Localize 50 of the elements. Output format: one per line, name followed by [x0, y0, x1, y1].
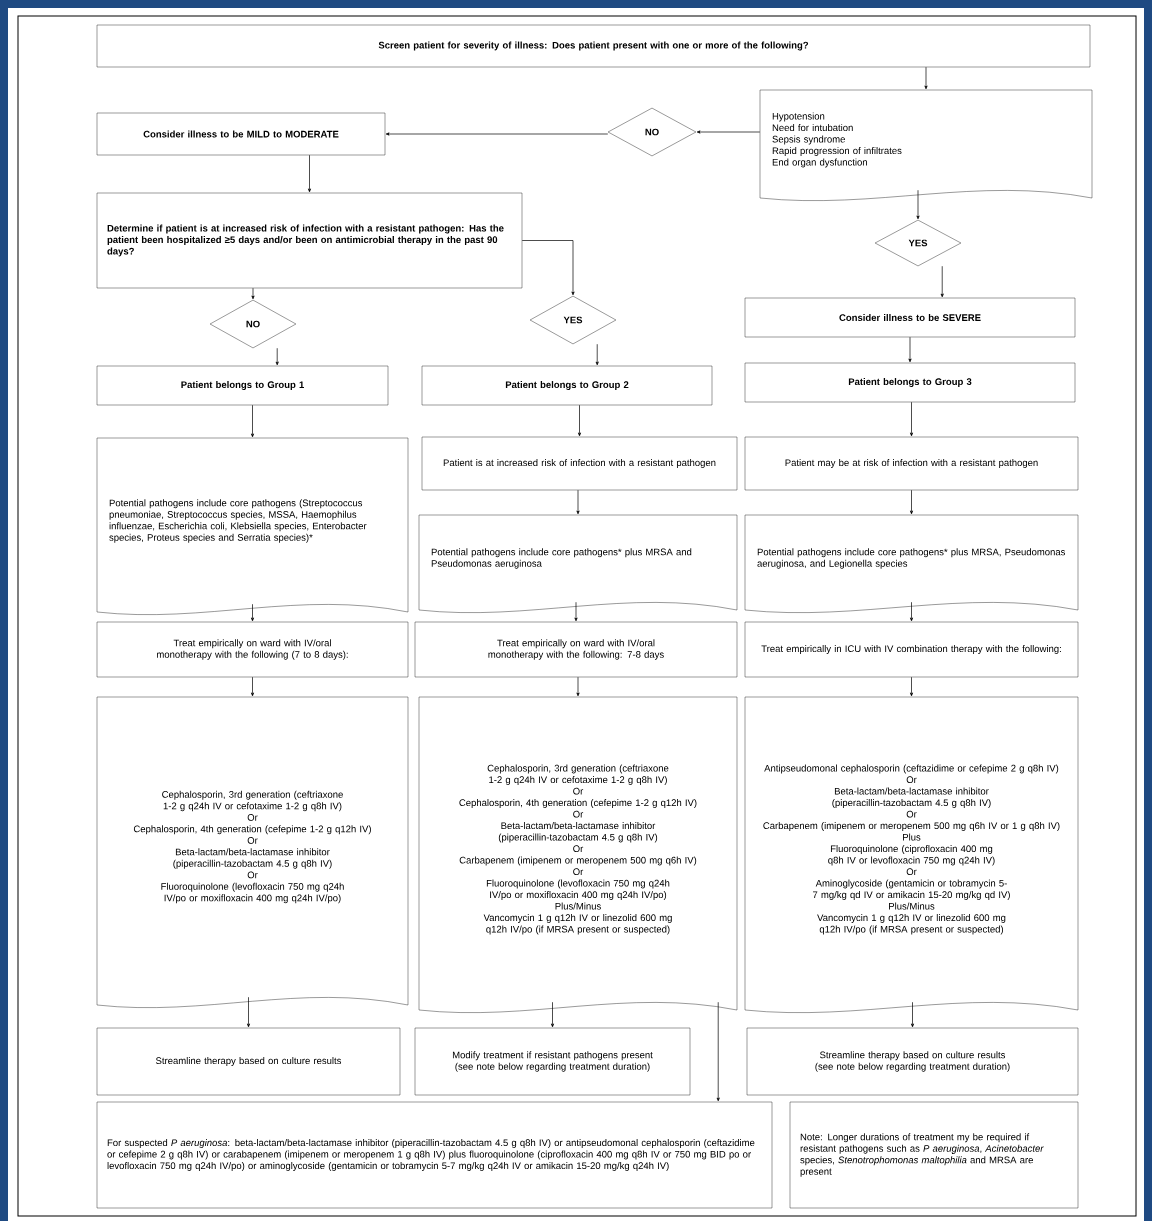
arrow [577, 404, 582, 437]
arrow [924, 66, 928, 90]
arrow [385, 132, 609, 136]
arrow [251, 287, 255, 300]
process-box: Patient belongs to Group 1 [96, 365, 389, 406]
arrow [250, 404, 255, 438]
process-box: Modify treatment if resistant pathogens present (see note below regarding treatment duration) [414, 1027, 691, 1096]
arrow [574, 601, 578, 622]
arrow [521, 240, 575, 296]
process-box: Treat empirically in ICU with IV combination therapy with the following: [744, 621, 1079, 678]
arrow [909, 401, 914, 437]
arrow [910, 1001, 915, 1028]
process-box: Streamline therapy based on culture results [96, 1027, 401, 1096]
arrow [250, 603, 255, 622]
arrow [716, 1001, 720, 1102]
arrow [908, 336, 912, 363]
process-box: For suspected P aeruginosa: beta-lactam/beta-lactamase inhibitor (piperacillin-tazobactam 4.5 g q8h IV) or antipseudomonal cephalosporin (ceftazidime or cefepime 2 g q8h IV) or carabapenem (imipenem or meropenem 1 g q8h IV) plus fluoroquinolone (ciprofloxacin 400 mg q8h IV or 750 mg BID po or levofloxacin 750 mg q24h IV/po) or aminoglycoside (gentamicin or tobramycin 5-7 mg/kg q24h IV or amikacin 15-20 mg/kg q24h IV) [96, 1101, 773, 1209]
arrow [307, 154, 312, 193]
arrow [909, 489, 914, 515]
process-box: Screen patient for severity of illness: Does patient present with one or more of the following? [96, 24, 1091, 68]
process-box: Patient is at increased risk of infection with a resistant pathogen [421, 436, 738, 491]
process-box: Treat empirically on ward with IV/oral monotherapy with the following: 7-8 days [414, 621, 738, 678]
arrow [909, 601, 914, 622]
arrow [696, 130, 761, 134]
document-box: Cephalosporin, 3rd generation (ceftriaxone 1-2 g q24h IV or cefotaxime 1-2 g q8h IV) Or Cephalosporin, 4th generation (cefepime 1-2 g q12h IV) Or Beta-lactam/beta-lactamase inhibitor (piperacillin-tazobactam 4.5 g q8h IV) Or Carbapenem (imipenem or meropenem 500 mg q6h IV) Or Fluoroquinolone (levofloxacin 750 mg q24h IV/po or moxifloxacin 400 mg q24h IV/po) Plus/Minus Vancomycin 1 g q12h IV or linezolid 600 mg q12h IV/po (if MRSA present or suspected) [418, 696, 738, 1013]
process-box: Streamline therapy based on culture results (see note below regarding treatment duration) [746, 1027, 1079, 1096]
arrow [940, 265, 944, 298]
arrow [250, 676, 255, 697]
arrow [246, 996, 251, 1028]
arrow [595, 343, 599, 366]
arrow [275, 347, 279, 366]
arrow [909, 676, 914, 697]
document-box: Potential pathogens include core pathogens (Streptococcus pneumoniae, Streptococcus species, MSSA, Haemophilus influenzae, Escherichia coli, Klebsiella species, Enterobacter species, Proteus species and Serratia species)* [96, 437, 409, 615]
document-box: Potential pathogens include core pathogens* plus MRSA, Pseudomonas aeruginosa, and Legionella species [744, 514, 1079, 613]
document-box: Antipseudomonal cephalosporin (ceftazidime or cefepime 2 g q8h IV) Or Beta-lactam/beta-lactamase inhibitor (piperacillin-tazobactam 4.5 g q8h IV) Or Carbapenem (imipenem or meropenem 500 mg q6h IV or 1 g q8h IV) Plus Fluoroquinolone (ciprofloxacin 400 mg q8h IV or levofloxacin 750 mg q24h IV) Or Aminoglycoside (gentamicin or tobramycin 5-7 mg/kg qd IV or amikacin 15-20 mg/kg qd IV) Plus/Minus Vancomycin 1 g q12h IV or linezolid 600 mg q12h IV/po (if MRSA present or suspected) [744, 696, 1079, 1013]
document-box: Hypotension Need for intubation Sepsis syndrome Rapid progression of infiltrates End organ dysfunction [759, 89, 1093, 201]
process-box: Determine if patient is at increased risk of infection with a resistant pathogen: Has the patient been hospitalized ≥5 days and/or been on antimicrobial therapy in the past 90 days? [96, 192, 523, 289]
process-box: Treat empirically on ward with IV/oral monotherapy with the following (7 to 8 days): [96, 621, 409, 678]
process-box: Note: Longer durations of treatment my be required if resistant pathogens such as P aeruginosa, Acinetobacter species, Stenotrophomonas maltophilia and MRSA are present [789, 1101, 1079, 1209]
arrow [576, 489, 580, 515]
arrow [550, 1001, 555, 1028]
arrow [916, 189, 920, 220]
process-box: Patient belongs to Group 3 [744, 362, 1076, 403]
process-box: Patient belongs to Group 2 [421, 365, 713, 406]
process-box: Consider illness to be SEVERE [744, 297, 1076, 338]
process-box: Patient may be at risk of infection with a resistant pathogen [744, 436, 1079, 491]
document-box: Potential pathogens include core pathogens* plus MRSA and Pseudomonas aeruginosa [418, 514, 738, 613]
document-box: Cephalosporin, 3rd generation (ceftriaxone 1-2 g q24h IV or cefotaxime 1-2 g q8h IV) Or Cephalosporin, 4th generation (cefepime 1-2 g q12h IV) Or Beta-lactam/beta-lactamase inhibitor (piperacillin-tazobactam 4.5 g q8h IV) Or Fluoroquinolone (levofloxacin 750 mg q24h IV/po or moxifloxacin 400 mg q24h IV/po) [96, 696, 409, 1008]
arrow [576, 676, 580, 697]
process-box: Consider illness to be MILD to MODERATE [96, 112, 386, 156]
